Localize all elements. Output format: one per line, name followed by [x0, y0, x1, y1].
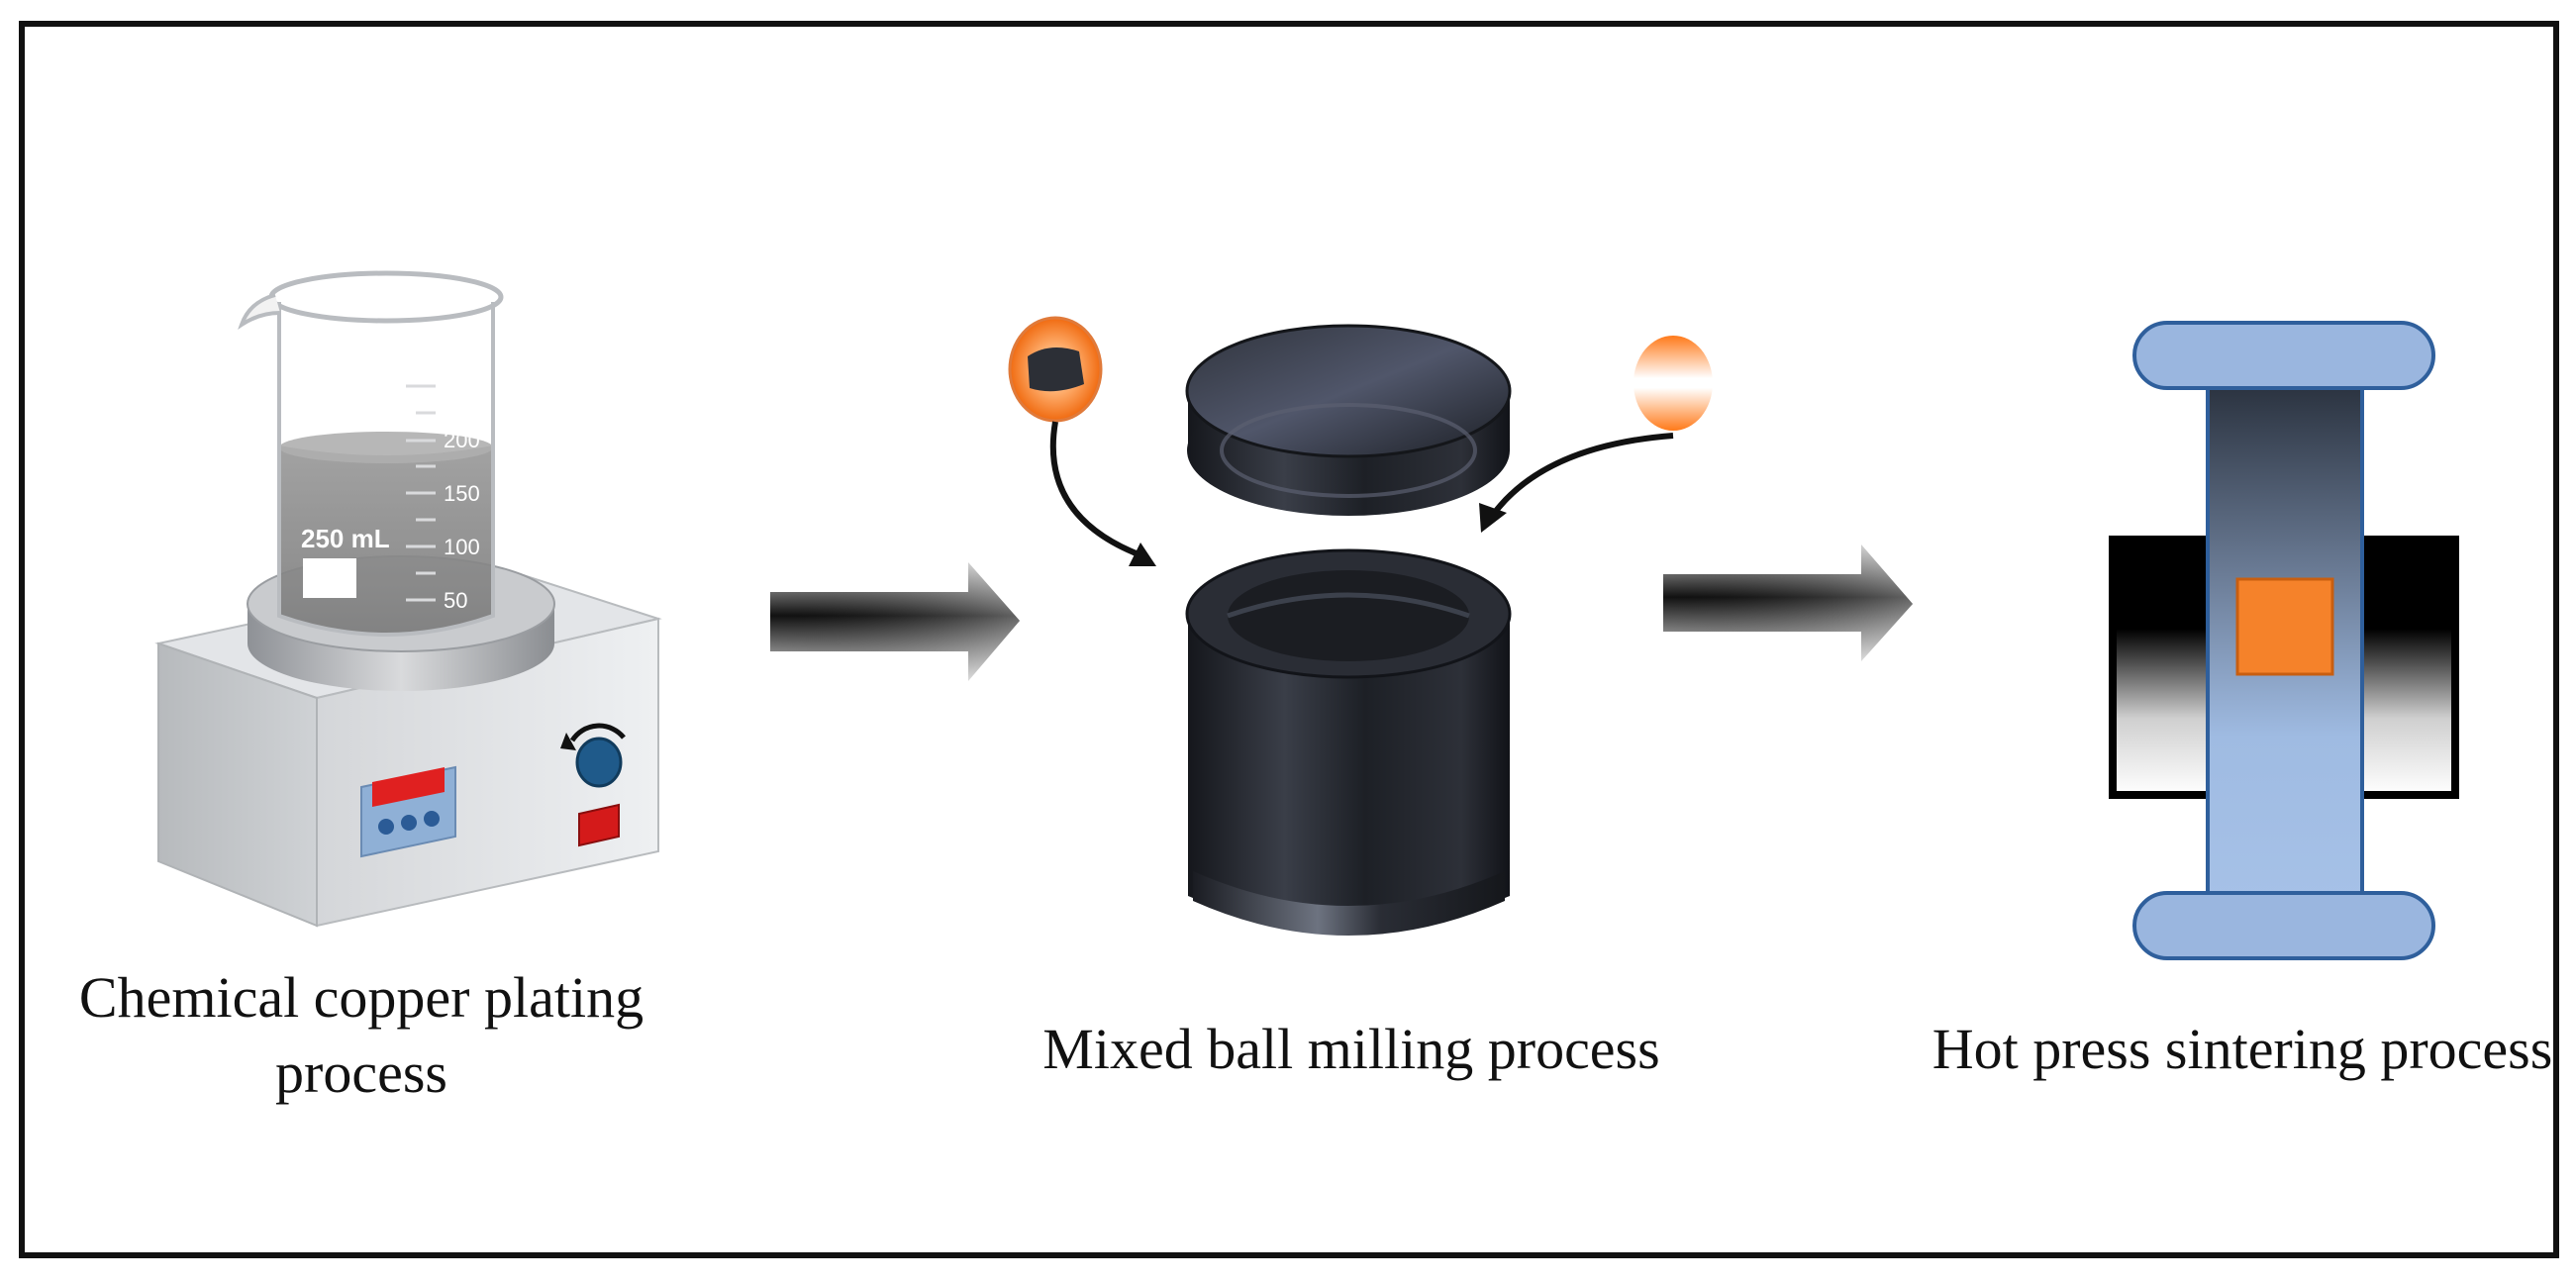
flow-arrow-2	[1663, 544, 1913, 661]
graduation-label: 200	[444, 428, 480, 452]
graduation-label: 150	[444, 481, 480, 506]
liquid-surface	[279, 432, 493, 463]
ball-mill-jar-icon	[1185, 324, 1512, 936]
step-1-caption: Chemical copper plating process	[69, 960, 653, 1111]
particle-core	[1028, 347, 1084, 392]
outer-frame	[19, 21, 2559, 1258]
beaker-label-patch	[303, 558, 356, 598]
graduation-label: 250	[444, 374, 480, 399]
beaker-graduations	[406, 384, 436, 602]
graduation-label: 50	[444, 588, 467, 613]
step-3-caption: Hot press sintering process	[1931, 1012, 2554, 1087]
beaker-spout	[238, 293, 281, 330]
digital-display	[372, 767, 445, 807]
caption-line: Hot press sintering process	[1932, 1017, 2553, 1081]
curved-arrow-left-head	[1129, 543, 1156, 566]
jar-body	[1188, 614, 1510, 931]
copper-ball	[1634, 336, 1713, 431]
hot-press-icon	[2109, 321, 2459, 960]
speed-knob	[575, 737, 623, 788]
panel-button-3	[424, 811, 440, 827]
beaker-glass	[277, 302, 495, 637]
jar-inner-shade	[1227, 592, 1470, 619]
coated-particle-icon	[1008, 316, 1156, 566]
copper-ball-icon	[1479, 336, 1713, 533]
rotation-arrow-head	[560, 733, 576, 750]
caption-line: Mixed ball milling process	[1042, 1017, 1660, 1081]
step-2-caption: Mixed ball milling process	[1030, 1012, 1673, 1087]
lid-inner-rim	[1220, 403, 1477, 498]
curved-arrow-right	[1490, 433, 1674, 517]
arrow-sheen	[770, 562, 1020, 681]
jar-opening	[1228, 570, 1469, 661]
power-switch	[578, 803, 620, 847]
beaker-icon: 250 200 150 100 50 250 mL	[238, 270, 504, 637]
upper-platen	[2132, 321, 2435, 390]
rotation-arrow-icon	[569, 723, 626, 742]
graduation-label: 100	[444, 535, 480, 559]
arrow-sheen	[1663, 544, 1913, 661]
curved-arrow-left	[1049, 421, 1140, 557]
jar-base-ring	[1193, 871, 1505, 936]
panel-button-1	[378, 819, 394, 835]
beaker-volume-label: 250 mL	[301, 524, 390, 553]
jar-lid-top	[1185, 324, 1512, 458]
curved-arrow-right-head	[1479, 503, 1507, 533]
caption-line: Chemical copper plating	[78, 965, 644, 1030]
caption-line: process	[275, 1040, 447, 1105]
sintered-sample	[2235, 577, 2334, 676]
panel-button-2	[401, 815, 417, 831]
lower-platen	[2132, 891, 2435, 960]
stirrer-side-face	[157, 642, 318, 928]
flow-arrow-1	[770, 562, 1020, 681]
